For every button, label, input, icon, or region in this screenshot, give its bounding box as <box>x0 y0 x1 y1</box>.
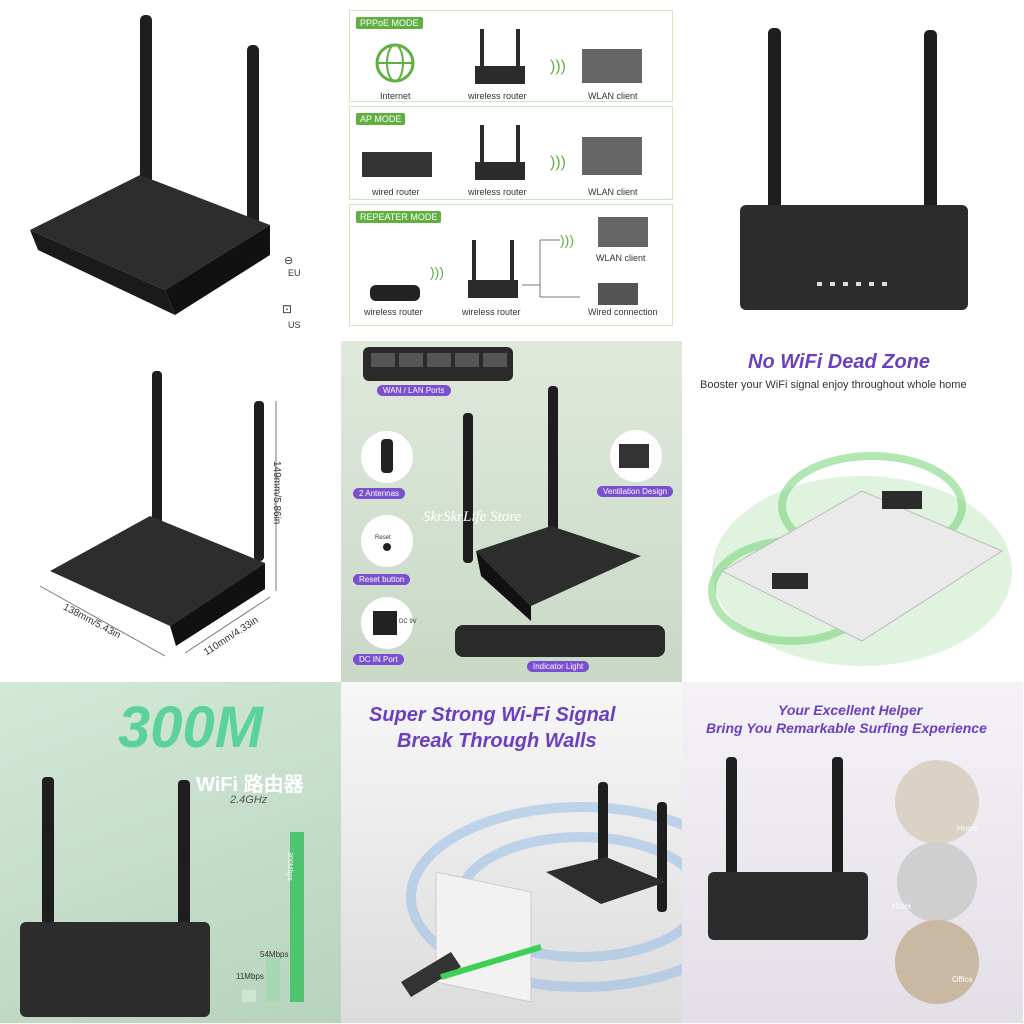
router-dimension-illustration <box>39 371 277 657</box>
helper-line1: Your Excellent Helper <box>778 702 923 718</box>
antennas-callout: 2 Antennas <box>353 488 406 499</box>
features-illustration <box>361 347 665 657</box>
house-illustration <box>708 452 1012 666</box>
tile-deadzone: No WiFi Dead Zone Booster your WiFi sign… <box>682 341 1023 682</box>
pppoe-client-label: WLAN client <box>588 91 638 101</box>
vent-callout: Ventilation Design <box>597 486 674 497</box>
speed-bar-300 <box>290 832 304 1002</box>
ap-mode-box: AP MODE ))) wired router wireless router… <box>349 106 673 200</box>
ap-diagram: ))) <box>362 125 642 180</box>
speed-big: 300M <box>118 695 264 760</box>
walls-illustration <box>401 782 682 1003</box>
repeater-router1-label: wireless router <box>364 307 423 317</box>
deadzone-subtitle: Booster your WiFi signal enjoy throughou… <box>700 379 967 391</box>
ap-router-label: wireless router <box>468 187 527 197</box>
dc-key-label: DC 9V <box>399 619 417 625</box>
speed-bar-11 <box>242 990 256 1002</box>
speed-band: 2.4GHz <box>230 794 268 806</box>
svg-text:))): ))) <box>550 154 566 171</box>
pppoe-router-label: wireless router <box>468 91 527 101</box>
watermark: SkrSkrLife Store <box>423 509 522 525</box>
router-illustration <box>30 15 270 315</box>
scene-home: Home <box>957 824 979 833</box>
speed-sub: WiFi 路由器 <box>196 774 304 796</box>
indicator-callout: Indicator Light <box>527 661 590 672</box>
reset-key-label: Reset <box>375 535 391 541</box>
helper-line2: Bring You Remarkable Surfing Experience <box>706 720 987 736</box>
tile-modes: PPPoE MODE ))) Internet wireless router … <box>341 0 682 341</box>
eu-plug-icon: ⊖ <box>284 255 294 267</box>
speed-bar-label-54: 54Mbps <box>260 950 289 959</box>
ap-mode-tag: AP MODE <box>356 113 406 125</box>
speed-bar-54 <box>266 957 280 1002</box>
tile-router-front <box>682 0 1023 341</box>
repeater-diagram: ))) ))) <box>370 217 648 305</box>
tile-speed: 300M WiFi 路由器 2.4GHz 11Mbps 54Mbps 300Mb… <box>0 682 341 1023</box>
pppoe-diagram: ))) <box>375 29 642 84</box>
tile-helper: Your Excellent Helper Bring You Remarkab… <box>682 682 1023 1023</box>
pppoe-mode-tag: PPPoE MODE <box>356 17 423 29</box>
walls-line2: Break Through Walls <box>397 730 597 752</box>
internet-label: Internet <box>380 91 411 101</box>
tile-walls: Super Strong Wi-Fi Signal Break Through … <box>341 682 682 1023</box>
ap-client-label: WLAN client <box>588 187 638 197</box>
height-label: 149mm/5.86in <box>271 461 282 525</box>
tile-features: WAN / LAN Ports 2 Antennas Reset Reset b… <box>341 341 682 682</box>
repeater-mode-tag: REPEATER MODE <box>356 211 442 223</box>
pppoe-mode-box: PPPoE MODE ))) Internet wireless router … <box>349 10 673 102</box>
walls-line1: Super Strong Wi-Fi Signal <box>369 704 616 726</box>
ports-callout: WAN / LAN Ports <box>377 385 451 396</box>
speed-illustration <box>20 777 304 1017</box>
reset-callout: Reset button <box>353 574 411 585</box>
scene-office: Office <box>952 975 973 984</box>
ap-wired-label: wired router <box>372 187 420 197</box>
deadzone-title: No WiFi Dead Zone <box>748 351 931 373</box>
router-front-illustration <box>740 28 968 310</box>
repeater-wired-label: Wired connection <box>588 307 658 317</box>
speed-bar-label-11: 11Mbps <box>236 972 264 981</box>
us-plug-icon: ⊡ <box>282 302 293 316</box>
eu-label: EU <box>288 268 301 278</box>
svg-text:))): ))) <box>430 264 444 280</box>
svg-text:))): ))) <box>560 232 574 248</box>
us-label: US <box>288 320 301 330</box>
scene-hotel: Hotel <box>892 902 911 911</box>
helper-illustration <box>708 757 979 1004</box>
repeater-client-label: WLAN client <box>596 253 646 263</box>
repeater-router2-label: wireless router <box>462 307 521 317</box>
tile-dimensions: 149mm/5.86in 138mm/5.43in 110mm/4.33in <box>0 341 341 682</box>
dcin-callout: DC IN Port <box>353 654 404 665</box>
speed-bar-label-300: 300Mbps <box>286 852 293 881</box>
svg-text:))): ))) <box>550 58 566 75</box>
repeater-mode-box: REPEATER MODE ))) ))) wireless router wi… <box>349 204 673 326</box>
tile-router-angled: ⊖ EU ⊡ US <box>0 0 341 341</box>
